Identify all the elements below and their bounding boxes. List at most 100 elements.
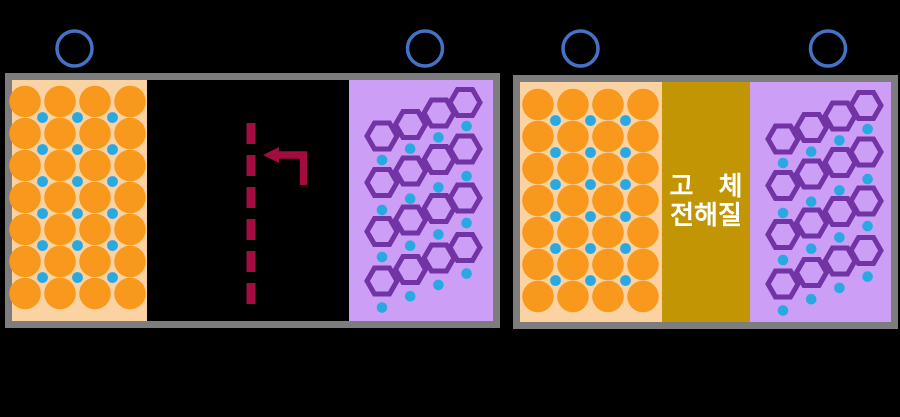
cathode-particle bbox=[522, 152, 554, 185]
cathode-particle bbox=[44, 277, 76, 310]
solid-electrolyte-label-line2: 전해질 bbox=[670, 200, 742, 230]
cathode-particle bbox=[522, 120, 554, 153]
lithium-ion-dot bbox=[585, 211, 596, 222]
lithium-ion-dot bbox=[37, 272, 48, 283]
lithium-ion-dot bbox=[805, 293, 817, 305]
lithium-ion-dot bbox=[777, 207, 789, 219]
lithium-ion-dot bbox=[620, 147, 631, 158]
anode-lithium-ions bbox=[376, 120, 472, 313]
graphite-hexagon bbox=[765, 219, 801, 250]
lithium-ion-dot bbox=[620, 115, 631, 126]
cathode-particle bbox=[9, 117, 41, 150]
lithium-ion-dot bbox=[620, 211, 631, 222]
lithium-ion-dot bbox=[107, 144, 118, 155]
cathode-lithium-ions bbox=[550, 115, 631, 286]
lithium-ion-dot bbox=[777, 254, 789, 266]
lithium-ion-dot bbox=[37, 144, 48, 155]
cathode-particle bbox=[114, 277, 146, 310]
lithium-ion-dot bbox=[404, 143, 416, 154]
lithium-ion-dot bbox=[862, 173, 873, 185]
cathode-particle bbox=[627, 88, 659, 121]
lithium-ion-dot bbox=[37, 112, 48, 123]
cathode-particle bbox=[44, 149, 76, 182]
cathode-particle bbox=[522, 88, 554, 121]
cathode-particle bbox=[114, 181, 146, 214]
lithium-ion-dot bbox=[550, 243, 561, 254]
lithium-ion-dot bbox=[805, 243, 817, 254]
graphite-hexagon bbox=[364, 216, 400, 247]
graphite-hexagon bbox=[793, 112, 830, 143]
cathode-particle bbox=[627, 184, 659, 217]
graphite-hexagon bbox=[447, 133, 483, 165]
graphite-hexagon bbox=[848, 90, 884, 121]
graphite-hexagon bbox=[364, 167, 400, 198]
separator-pointer-arrow bbox=[279, 151, 308, 185]
cathode-particle bbox=[557, 88, 589, 121]
solid-electrolyte-section bbox=[662, 82, 750, 322]
graphite-hexagon bbox=[364, 120, 400, 152]
lithium-ion-dot bbox=[37, 208, 48, 219]
lithium-ion-dot bbox=[107, 208, 118, 219]
cathode-particle bbox=[522, 248, 554, 281]
lithium-ion-dot bbox=[72, 272, 83, 283]
cathode-particle bbox=[592, 248, 624, 281]
cathode-particle bbox=[9, 85, 41, 118]
cathode-particle bbox=[557, 248, 589, 281]
lithium-ion-dot bbox=[862, 271, 873, 282]
lithium-ion-dot bbox=[620, 243, 631, 254]
lithium-ion-dot bbox=[834, 135, 845, 146]
lithium-ion-dot bbox=[376, 154, 388, 166]
graphite-hexagon bbox=[793, 158, 830, 190]
terminal-circle bbox=[405, 29, 445, 68]
lithium-ion-dot bbox=[376, 251, 388, 263]
terminal-circle bbox=[808, 29, 848, 68]
lithium-ion-dot bbox=[433, 279, 444, 291]
lithium-ion-dot bbox=[461, 120, 472, 132]
graphite-hexagon bbox=[447, 232, 483, 263]
terminal-rings bbox=[55, 29, 848, 68]
cathode-particle bbox=[522, 280, 554, 313]
cathode-particle bbox=[592, 120, 624, 153]
cathode-particle bbox=[557, 280, 589, 313]
graphite-hexagon bbox=[848, 235, 884, 266]
lithium-ion-dot bbox=[550, 147, 561, 158]
lithium-ion-dot bbox=[777, 305, 789, 316]
cathode-particle bbox=[557, 152, 589, 185]
cathode-particle bbox=[44, 117, 76, 150]
lithium-ion-dot bbox=[620, 275, 631, 286]
lithium-ion-dot bbox=[805, 146, 817, 157]
cathode-particle bbox=[79, 181, 111, 214]
cathode-particle bbox=[592, 88, 624, 121]
cathode-particle bbox=[592, 184, 624, 217]
cathode-particle bbox=[627, 216, 659, 249]
lithium-ion-dot bbox=[404, 290, 416, 302]
graphite-hexagon bbox=[848, 185, 884, 217]
graphite-hexagon bbox=[447, 87, 483, 118]
lithium-ion-dot bbox=[72, 144, 83, 155]
lithium-ion-dot bbox=[72, 112, 83, 123]
cathode-particle bbox=[9, 213, 41, 246]
cathode-particle bbox=[627, 120, 659, 153]
graphite-hexagon bbox=[765, 170, 801, 201]
cathode-particle bbox=[557, 120, 589, 153]
lithium-ion-dot bbox=[433, 132, 444, 143]
lithium-ion-dot bbox=[376, 204, 388, 216]
cathode-particle bbox=[44, 181, 76, 214]
lithium-ion-dot bbox=[376, 302, 388, 313]
cathode-particle bbox=[627, 280, 659, 313]
graphite-hexagon bbox=[793, 207, 830, 239]
cathode-particle bbox=[557, 184, 589, 217]
graphite-hexagons bbox=[364, 87, 483, 297]
cathode-particle bbox=[79, 213, 111, 246]
liquid-electrolyte-battery-panel bbox=[5, 73, 500, 328]
lithium-ion-dot bbox=[805, 196, 817, 207]
cathode-particle bbox=[592, 152, 624, 185]
graphite-hexagon bbox=[392, 109, 429, 140]
cathode-lithium-ions bbox=[37, 112, 118, 283]
separator-pointer-arrowhead bbox=[263, 147, 279, 163]
anode-lithium-ions bbox=[777, 123, 873, 316]
cathode-particle bbox=[114, 117, 146, 150]
cathode-particles bbox=[9, 85, 146, 310]
lithium-ion-dot bbox=[550, 211, 561, 222]
graphite-hexagon bbox=[793, 257, 830, 288]
